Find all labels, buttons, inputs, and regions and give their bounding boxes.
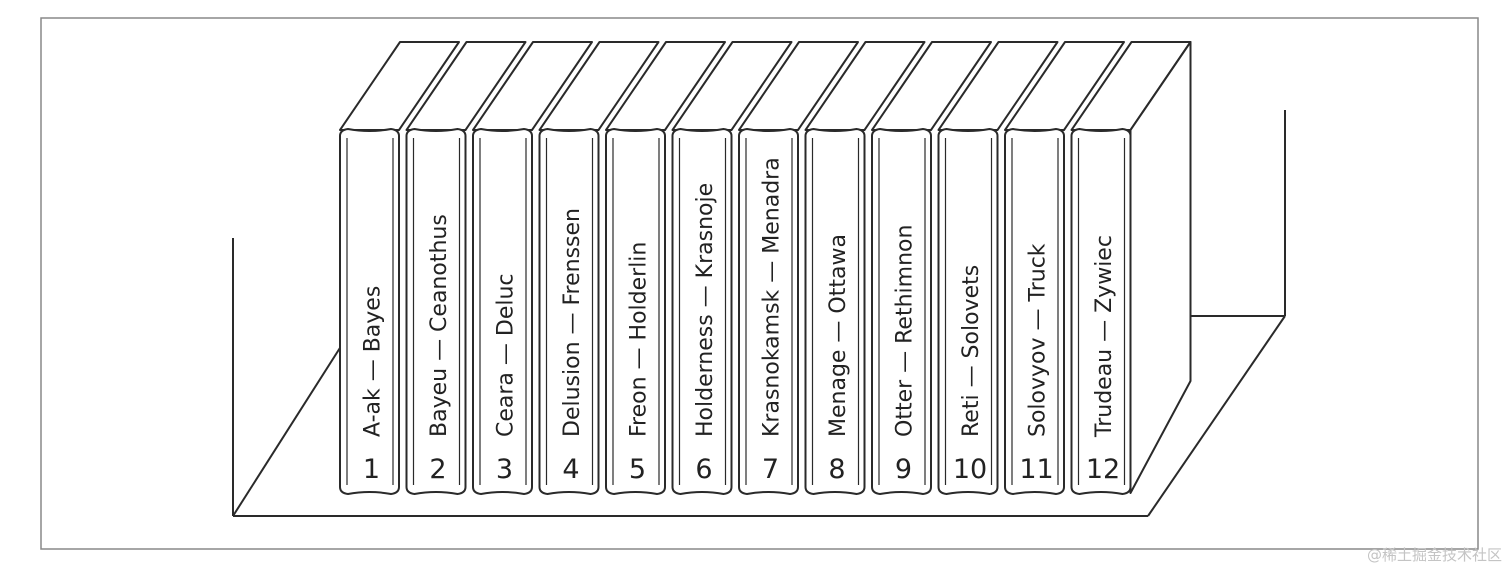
book-spine-2 xyxy=(405,128,467,495)
book-title-5: Freon — Holderlin xyxy=(627,242,652,437)
book-volume-6: 6 xyxy=(695,454,712,485)
book-volume-8: 8 xyxy=(828,454,845,485)
book-spine-1 xyxy=(339,128,400,495)
book-spine-12 xyxy=(1070,128,1132,495)
book-title-8: Menage — Ottawa xyxy=(826,234,851,437)
book-2: Bayeu — Ceanothus 2 xyxy=(405,41,527,495)
book-6: Holderness — Krasnoje 6 xyxy=(671,41,793,495)
book-8: Menage — Ottawa 8 xyxy=(804,41,926,495)
book-title-9: Otter — Rethimnon xyxy=(893,225,918,437)
book-spine-8 xyxy=(804,128,866,495)
book-spine-7 xyxy=(738,128,799,495)
book-volume-1: 1 xyxy=(363,454,380,485)
book-spine-11 xyxy=(1004,128,1065,495)
book-volume-4: 4 xyxy=(562,454,579,485)
figure-frame xyxy=(40,17,1479,550)
book-3: Ceara — Deluc 3 xyxy=(472,41,593,495)
book-title-6: Holderness — Krasnoje xyxy=(693,183,718,437)
book-5: Freon — Holderlin 5 xyxy=(605,41,726,495)
book-title-7: Krasnokamsk — Menadra xyxy=(760,157,785,437)
book-spine-4 xyxy=(538,128,600,495)
book-spine-3 xyxy=(472,128,533,495)
watermark: @稀土掘金技术社区 xyxy=(1366,546,1502,564)
shelf-right-edge xyxy=(1147,315,1286,517)
books-group: A-ak — Bayes 1 Bayeu — Ceanothus 2 Ceara — D… xyxy=(339,41,1192,495)
book-title-3: Ceara — Deluc xyxy=(494,273,519,437)
book-title-4: Delusion — Frenssen xyxy=(560,208,585,437)
book-volume-9: 9 xyxy=(895,454,912,485)
book-10: Reti — Solovets 10 xyxy=(937,41,1059,495)
book-title-1: A-ak — Bayes xyxy=(361,286,386,437)
book-spine-5 xyxy=(605,128,666,495)
book-4: Delusion — Frenssen 4 xyxy=(538,41,660,495)
book-spine-10 xyxy=(937,128,999,495)
book-volume-10: 10 xyxy=(953,454,987,485)
book-spine-9 xyxy=(871,128,932,495)
book-1: A-ak — Bayes 1 xyxy=(339,41,460,495)
book-title-11: Solovyov — Truck xyxy=(1026,243,1051,437)
book-11: Solovyov — Truck 11 xyxy=(1004,41,1125,495)
book-title-10: Reti — Solovets xyxy=(959,265,984,437)
book-9: Otter — Rethimnon 9 xyxy=(871,41,992,495)
shelf-left-edge xyxy=(232,339,346,517)
book-volume-5: 5 xyxy=(629,454,646,485)
book-7: Krasnokamsk — Menadra 7 xyxy=(738,41,859,495)
shelf xyxy=(232,110,1286,517)
book-volume-7: 7 xyxy=(762,454,779,485)
book-volume-2: 2 xyxy=(429,454,446,485)
book-title-2: Bayeu — Ceanothus xyxy=(427,214,452,437)
book-volume-3: 3 xyxy=(496,454,513,485)
book-volume-12: 12 xyxy=(1086,454,1120,485)
book-title-12: Trudeau — Zywiec xyxy=(1092,235,1117,438)
book-spine-6 xyxy=(671,128,733,495)
book-12: Trudeau — Zywiec 12 xyxy=(1070,41,1192,495)
book-volume-11: 11 xyxy=(1019,454,1053,485)
